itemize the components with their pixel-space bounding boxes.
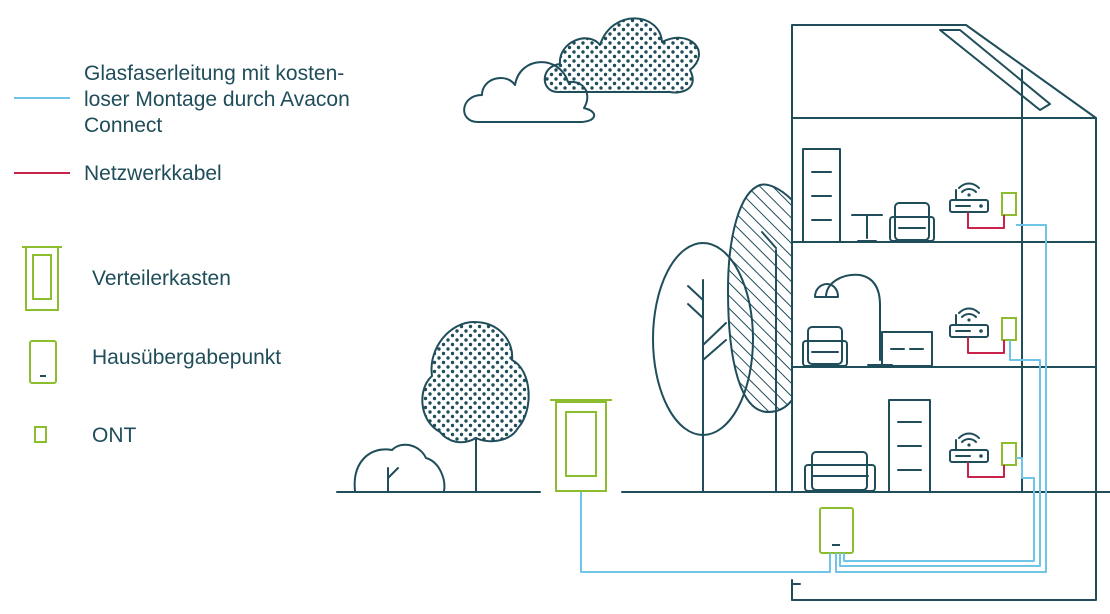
cloud-dotted xyxy=(543,17,700,94)
legend-fiber-label-1: Glasfaserleitung mit kosten- xyxy=(84,62,344,85)
side-table xyxy=(851,214,883,242)
network-cable-middle xyxy=(967,337,1005,354)
bush xyxy=(353,443,446,492)
legend-ont: ONT xyxy=(34,424,137,447)
house-transfer-point xyxy=(819,507,854,554)
ont-ground xyxy=(1001,442,1017,466)
hatched-tree xyxy=(727,183,793,493)
sofa xyxy=(804,451,876,492)
armchair-top xyxy=(889,202,935,242)
router-middle xyxy=(949,307,989,338)
distribution-box-icon xyxy=(22,246,62,311)
legend-transfer-point-label: Hausübergabepunkt xyxy=(92,346,281,369)
distribution-box xyxy=(550,399,612,492)
router-top xyxy=(949,182,989,213)
network-cable-ground xyxy=(967,462,1005,478)
legend-fiber: Glasfaserleitung mit kosten- loser Monta… xyxy=(14,62,350,137)
fiber-top-floor xyxy=(835,224,1047,573)
bookshelf-top xyxy=(802,148,841,243)
ont-top xyxy=(1001,192,1017,216)
dotted-tree xyxy=(421,321,530,493)
network-cable-top xyxy=(967,212,1005,229)
fiber-ground-floor xyxy=(843,457,1035,562)
transfer-point-icon xyxy=(29,340,57,384)
fiber-lines xyxy=(580,224,1047,573)
legend: Glasfaserleitung mit kosten- loser Monta… xyxy=(14,62,350,447)
bookshelf-ground xyxy=(888,399,931,493)
fiber-middle-floor xyxy=(839,340,1041,567)
sideboard xyxy=(881,331,933,367)
ont-middle xyxy=(1001,317,1017,341)
cloud-outline xyxy=(463,61,595,123)
router-ground xyxy=(949,432,989,463)
ont-icon xyxy=(34,426,47,443)
armchair-middle xyxy=(802,326,848,367)
legend-ont-label: ONT xyxy=(92,424,137,447)
legend-network-label: Netzwerkkabel xyxy=(84,162,222,185)
legend-distribution-box-label: Verteilerkasten xyxy=(92,267,231,290)
legend-transfer-point: Hausübergabepunkt xyxy=(29,340,281,384)
legend-distribution-box: Verteilerkasten xyxy=(22,246,231,311)
legend-fiber-label-2: loser Montage durch Avacon xyxy=(84,88,350,111)
legend-fiber-label-3: Connect xyxy=(84,114,162,137)
fiber-street xyxy=(580,492,831,573)
legend-network-cable: Netzwerkkabel xyxy=(14,162,222,185)
